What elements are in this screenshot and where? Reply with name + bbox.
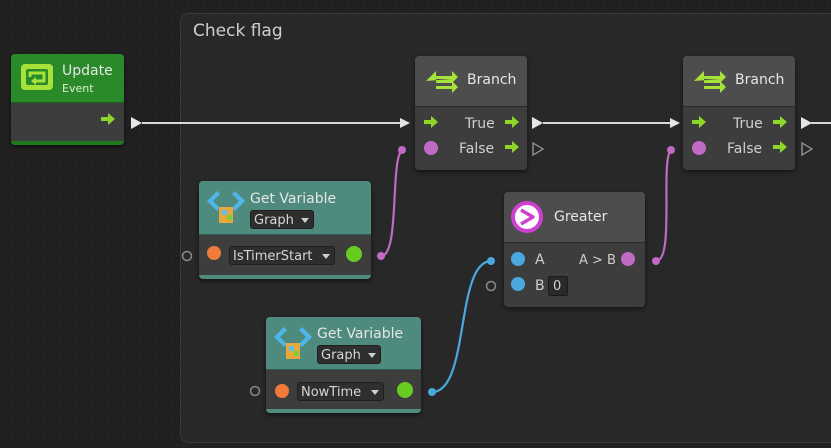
getvar1-scope-dropdown[interactable]: Graph	[250, 210, 314, 229]
variable-code-icon	[274, 327, 312, 359]
greater-title: Greater	[554, 209, 608, 225]
getvar1-input-pin	[181, 250, 193, 262]
branch2-true-output-icon[interactable]	[772, 115, 788, 129]
group-title[interactable]: Check flag	[193, 21, 283, 41]
getvar2-header[interactable]: Get Variable Graph	[266, 317, 421, 370]
getvar1-variable-dropdown[interactable]: IsTimerStart	[229, 246, 335, 265]
get-variable-node-nowtime[interactable]: Get Variable Graph NowTime	[266, 317, 421, 413]
getvar2-float-output-pin[interactable]	[397, 382, 413, 398]
getvar1-header[interactable]: Get Variable Graph	[199, 181, 371, 235]
branch1-true-output-icon[interactable]	[504, 115, 520, 129]
event-loop-icon	[21, 64, 53, 90]
greater-than-icon	[511, 201, 543, 233]
chevron-down-icon	[371, 390, 379, 395]
branch1-flow-input-icon[interactable]	[423, 115, 439, 129]
greater-bool-output-pin[interactable]	[621, 252, 635, 266]
branch1-false-output-icon[interactable]	[504, 140, 520, 154]
getvar1-object-pin[interactable]	[207, 246, 221, 260]
getvar1-scope-value: Graph	[254, 213, 294, 228]
branch2-flow-input-icon[interactable]	[691, 115, 707, 129]
branch2-header[interactable]: Branch	[683, 56, 795, 107]
greater-a-label: A	[535, 252, 545, 268]
greater-b-label: B	[535, 278, 545, 294]
branch1-header[interactable]: Branch	[415, 56, 527, 107]
branch2-condition-pin[interactable]	[692, 141, 706, 155]
branch-icon	[426, 71, 458, 93]
getvar2-variable-value: NowTime	[301, 385, 362, 400]
flow-out-arrow-branch2-true	[801, 117, 812, 129]
update-node-subtitle: Event	[62, 82, 94, 95]
getvar2-scope-value: Graph	[321, 348, 361, 363]
greater-b-value-input[interactable]: 0	[548, 276, 568, 296]
flow-out-arrow-branch1-false	[532, 141, 545, 157]
update-node-header[interactable]: Update Event	[11, 54, 124, 103]
getvar2-input-pin	[249, 385, 261, 397]
greater-a-input-pin[interactable]	[511, 252, 525, 266]
bool-wire-istimerstart	[380, 149, 403, 258]
branch1-title: Branch	[467, 72, 517, 88]
getvar2-variable-dropdown[interactable]: NowTime	[297, 382, 384, 401]
branch1-condition-pin[interactable]	[424, 141, 438, 155]
branch-node-2[interactable]: Branch True False	[683, 56, 795, 170]
chevron-down-icon	[368, 353, 376, 358]
chevron-down-icon	[301, 218, 309, 223]
greater-header[interactable]: Greater	[504, 192, 645, 243]
branch2-title: Branch	[735, 72, 785, 88]
getvar1-title: Get Variable	[250, 191, 337, 207]
flow-out-arrow-update	[131, 117, 142, 129]
greater-output-label: A > B	[579, 253, 616, 268]
branch2-false-output-icon[interactable]	[772, 140, 788, 154]
branch2-true-label: True	[733, 116, 763, 132]
branch1-true-label: True	[465, 116, 495, 132]
update-node-title: Update	[62, 63, 113, 79]
getvar2-scope-dropdown[interactable]: Graph	[317, 345, 381, 364]
getvar2-object-pin[interactable]	[275, 384, 289, 398]
update-event-node[interactable]: Update Event	[11, 54, 124, 145]
getvar1-bool-output-pin[interactable]	[346, 246, 362, 262]
branch-icon	[694, 71, 726, 93]
getvar1-variable-value: IsTimerStart	[233, 249, 313, 264]
chevron-down-icon	[322, 254, 330, 259]
flow-out-arrow-branch2-false	[801, 141, 814, 157]
get-variable-node-istimerstart[interactable]: Get Variable Graph IsTimerStart	[199, 181, 371, 279]
branch2-false-label: False	[727, 141, 763, 157]
variable-code-icon	[207, 191, 245, 223]
bool-wire-greater	[655, 149, 672, 263]
greater-node[interactable]: Greater A B 0 A > B	[504, 192, 645, 307]
float-wire-nowtime	[431, 259, 492, 394]
flow-out-arrow-branch1-true	[532, 117, 543, 129]
branch1-false-label: False	[459, 141, 495, 157]
flow-output-arrow-icon[interactable]	[100, 112, 116, 126]
branch-node-1[interactable]: Branch True False	[415, 56, 527, 170]
greater-b-input-dot[interactable]	[511, 277, 525, 291]
greater-b-input-pin	[485, 280, 497, 292]
getvar2-title: Get Variable	[317, 326, 404, 342]
